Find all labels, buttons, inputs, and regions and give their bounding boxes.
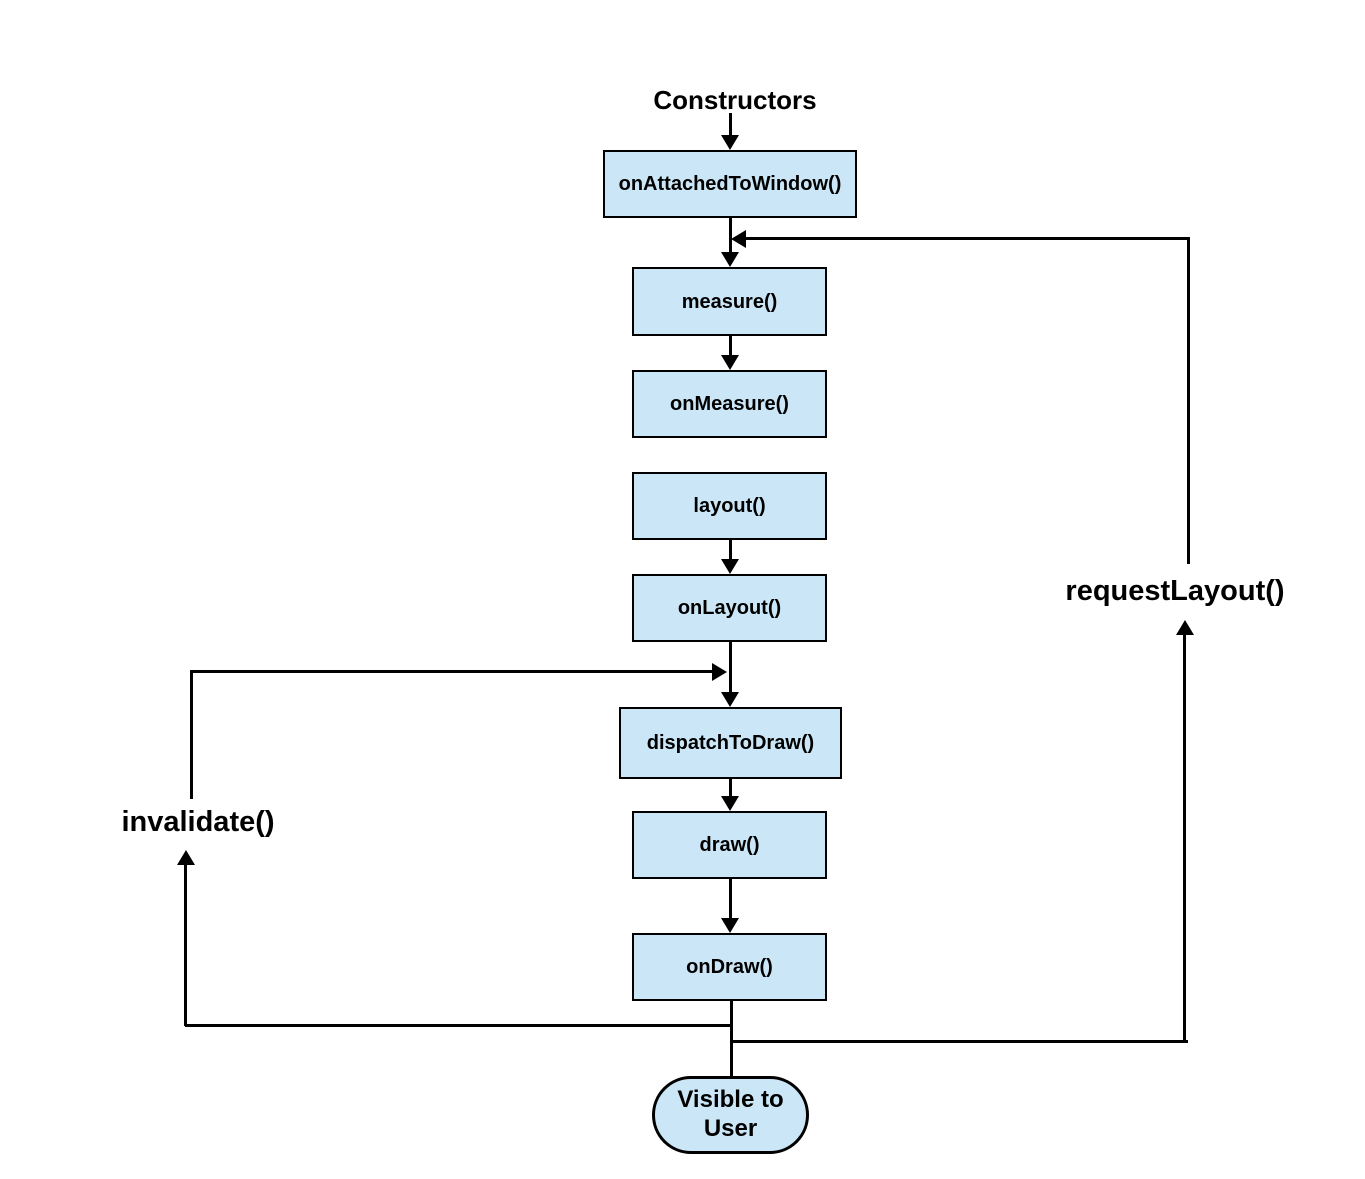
edge-onattachedtowindow-measure-arrowhead xyxy=(721,252,739,267)
node-dispatchtodraw: dispatchToDraw() xyxy=(619,707,842,779)
invalidate-loop-top-line xyxy=(190,670,714,673)
edge-onlayout-dispatchtodraw-line xyxy=(729,642,732,694)
requestlayout-loop-bottom-line xyxy=(731,1040,1188,1043)
edge-dispatchtodraw-draw-arrowhead xyxy=(721,796,739,811)
node-onmeasure: onMeasure() xyxy=(632,370,827,438)
invalidate-loop-up-arrowhead xyxy=(177,850,195,865)
edge-layout-onlayout-arrowhead xyxy=(721,559,739,574)
edge-measure-onmeasure-line xyxy=(729,336,732,357)
requestlayout-loop-top-line xyxy=(745,237,1190,240)
edge-draw-ondraw-arrowhead xyxy=(721,918,739,933)
edge-dispatchtodraw-draw-line xyxy=(729,779,732,798)
edge-constructors-onattachedtowindow-line xyxy=(729,113,732,138)
requestlayout-loop-upper-vline xyxy=(1187,237,1190,564)
node-draw: draw() xyxy=(632,811,827,879)
edge-layout-onlayout-line xyxy=(729,540,732,561)
edge-draw-ondraw-line xyxy=(729,879,732,920)
invalidate-loop-bottom-line xyxy=(185,1024,732,1027)
constructors-label: Constructors xyxy=(653,85,817,115)
edge-measure-onmeasure-arrowhead xyxy=(721,355,739,370)
invalidate-loop-lower-vline xyxy=(184,864,187,1026)
edge-constructors-onattachedtowindow-arrowhead xyxy=(721,135,739,150)
node-ondraw: onDraw() xyxy=(632,933,827,1001)
node-measure: measure() xyxy=(632,267,827,336)
invalidate-loop-right-arrowhead xyxy=(712,663,727,681)
node-onlayout: onLayout() xyxy=(632,574,827,642)
edge-onattachedtowindow-measure-line xyxy=(729,218,732,254)
requestlayout-loop-left-arrowhead xyxy=(731,230,746,248)
node-visible-to-user: Visible to User xyxy=(652,1076,809,1154)
invalidate-label: invalidate() xyxy=(121,806,275,838)
requestlayout-loop-up-arrowhead xyxy=(1176,620,1194,635)
invalidate-loop-upper-vline xyxy=(190,671,193,799)
edge-onlayout-dispatchtodraw-arrowhead xyxy=(721,692,739,707)
node-layout: layout() xyxy=(632,472,827,540)
node-onattachedtowindow: onAttachedToWindow() xyxy=(603,150,857,218)
requestlayout-loop-lower-vline xyxy=(1183,634,1186,1043)
edge-ondraw-visibletouser-line xyxy=(730,1001,733,1076)
requestlayout-label: requestLayout() xyxy=(1065,575,1285,607)
